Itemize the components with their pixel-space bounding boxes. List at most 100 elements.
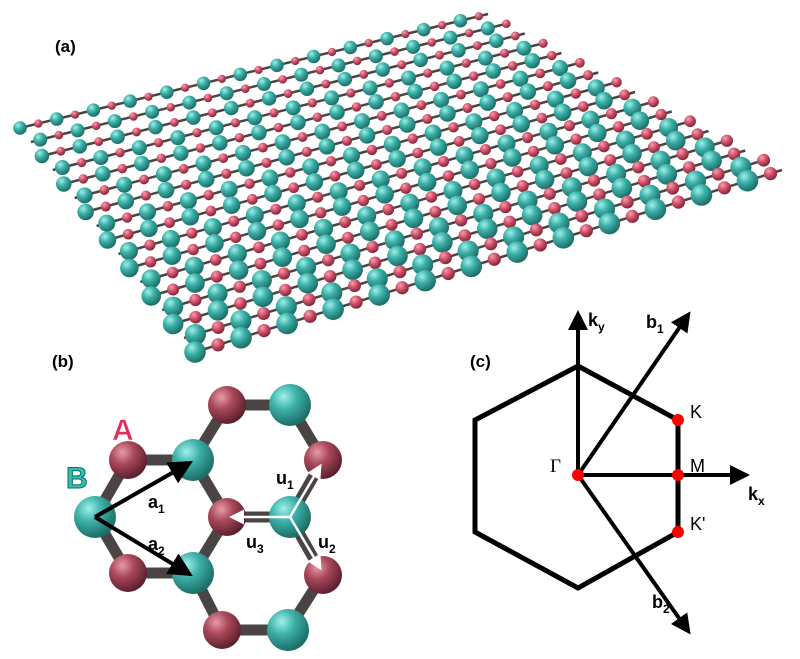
- atom-a: [341, 231, 354, 244]
- atom-a: [245, 98, 255, 108]
- atom-a: [303, 309, 317, 323]
- atom-b: [261, 169, 279, 187]
- atom-b: [446, 73, 462, 90]
- atom-b: [235, 144, 252, 161]
- atom-a: [502, 19, 511, 29]
- atom-b: [433, 91, 450, 108]
- atom-a: [423, 68, 433, 78]
- atom-a: [575, 209, 589, 223]
- atom-a: [315, 65, 325, 75]
- atom-a: [720, 134, 734, 147]
- atom-a: [178, 163, 189, 174]
- sublattice-a-label: A: [112, 414, 134, 447]
- atom-b: [340, 243, 361, 264]
- b2-label: b2: [652, 592, 670, 616]
- atom-b: [502, 148, 522, 167]
- atom-b: [521, 204, 543, 226]
- atom-a: [529, 99, 541, 111]
- atom-b: [141, 269, 161, 289]
- atom-a: [548, 202, 561, 215]
- atom-b: [170, 130, 186, 146]
- atom-b: [329, 182, 348, 201]
- atom-a: [641, 128, 653, 140]
- atom-b: [297, 272, 319, 294]
- atom-a: [425, 191, 438, 203]
- atom-b: [447, 195, 467, 216]
- atom-b: [485, 63, 501, 79]
- atom-a: [570, 133, 582, 145]
- atom-a: [144, 256, 157, 268]
- atom-b: [412, 254, 434, 276]
- atom-b: [267, 609, 309, 651]
- atom-b: [107, 114, 122, 129]
- atom-a: [711, 167, 725, 181]
- atom-a: [407, 133, 418, 144]
- atom-b: [595, 91, 613, 110]
- atom-a: [186, 227, 198, 239]
- atom-a: [246, 194, 258, 205]
- atom-b: [443, 181, 463, 201]
- atom-a: [385, 218, 398, 231]
- atom-b: [644, 198, 667, 221]
- atom-b: [77, 203, 94, 221]
- atom-a: [228, 215, 240, 227]
- atom-b: [413, 52, 428, 68]
- atom-a: [277, 267, 291, 280]
- atom-a: [233, 280, 246, 293]
- atom-a: [307, 98, 317, 108]
- atom-b: [251, 270, 272, 291]
- gamma-label: Γ: [550, 456, 561, 477]
- atom-a: [666, 181, 680, 195]
- atom-b: [290, 114, 306, 131]
- atom-a: [455, 214, 468, 227]
- atom-a: [156, 153, 167, 164]
- u2-label: u2: [318, 532, 336, 556]
- atom-a: [301, 146, 312, 157]
- atom-a: [456, 89, 466, 100]
- atom-a: [448, 122, 459, 133]
- atom-b: [399, 116, 416, 133]
- atom-b: [287, 194, 306, 213]
- atom-b: [598, 212, 621, 235]
- atom-b: [161, 230, 180, 249]
- atom-b: [552, 60, 569, 77]
- atom-a: [416, 100, 427, 111]
- atom-b: [33, 132, 48, 147]
- atom-b: [208, 120, 224, 136]
- atom-b: [203, 218, 222, 237]
- atom-a: [453, 135, 465, 147]
- atom-a: [312, 191, 324, 203]
- atom-a: [598, 140, 610, 153]
- atom-a: [495, 124, 506, 136]
- atom-b: [278, 149, 295, 166]
- atom-a: [458, 229, 472, 242]
- panel-a-label: (a): [55, 37, 76, 56]
- atom-b: [413, 158, 432, 177]
- atom-a: [510, 31, 520, 41]
- graphene-sheet: [13, 12, 783, 363]
- atom-a: [390, 47, 399, 56]
- atom-b: [316, 234, 336, 255]
- atom-a: [536, 112, 548, 124]
- atom-b: [163, 296, 184, 317]
- atom-a: [495, 79, 506, 89]
- atom-a: [366, 240, 379, 254]
- atom-b: [736, 169, 759, 192]
- atom-a: [563, 120, 575, 132]
- atom-b: [123, 94, 137, 108]
- atom-a: [359, 69, 369, 79]
- atom-b: [276, 312, 298, 335]
- atom-a: [270, 203, 282, 215]
- atom-a: [384, 78, 394, 88]
- atom-a: [166, 266, 179, 279]
- atom-a: [546, 50, 557, 61]
- atom-a: [632, 161, 645, 174]
- atom-b: [314, 123, 331, 140]
- atom-b: [451, 43, 466, 58]
- atom-a: [427, 38, 437, 47]
- atom-b: [559, 72, 577, 89]
- atom-b: [274, 134, 291, 151]
- atom-b: [545, 135, 565, 155]
- atom-a: [208, 498, 246, 536]
- atom-a: [499, 200, 512, 214]
